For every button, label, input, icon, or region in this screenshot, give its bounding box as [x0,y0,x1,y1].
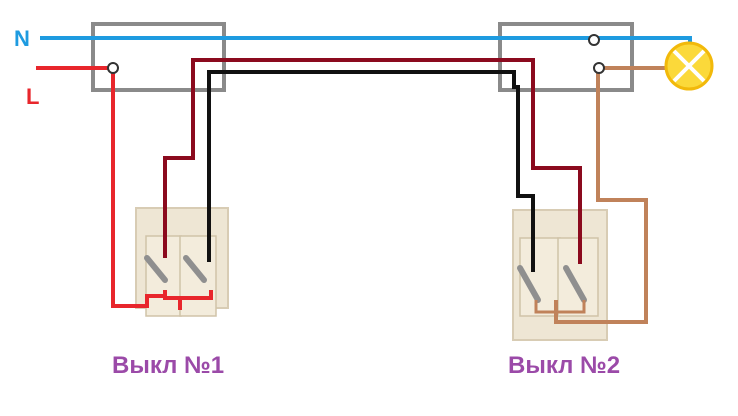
switch-1-label: Выкл №1 [112,352,225,379]
switch-2-contact-right [563,265,587,303]
lamp-icon [664,41,714,91]
switch-2-contact-left [517,265,541,303]
line-label: L [26,84,39,109]
terminal-right-top [588,34,600,46]
switch-1-contact-left [144,255,168,283]
junction-box-right [498,22,634,92]
switch-2-label: Выкл №2 [508,352,621,379]
neutral-label: N [14,26,30,51]
traveler-wire-1 [163,58,582,264]
switch-1 [135,207,229,317]
switch-1-contact-right [183,255,207,283]
switch-2-out-wire [554,68,648,324]
terminal-right-bottom [593,62,605,74]
switch-1-bridge-wire [163,290,213,300]
terminal-left [107,62,119,74]
traveler-wire-2 [207,70,535,272]
switch-2-common-wire [534,300,586,314]
line-wire [36,66,165,308]
